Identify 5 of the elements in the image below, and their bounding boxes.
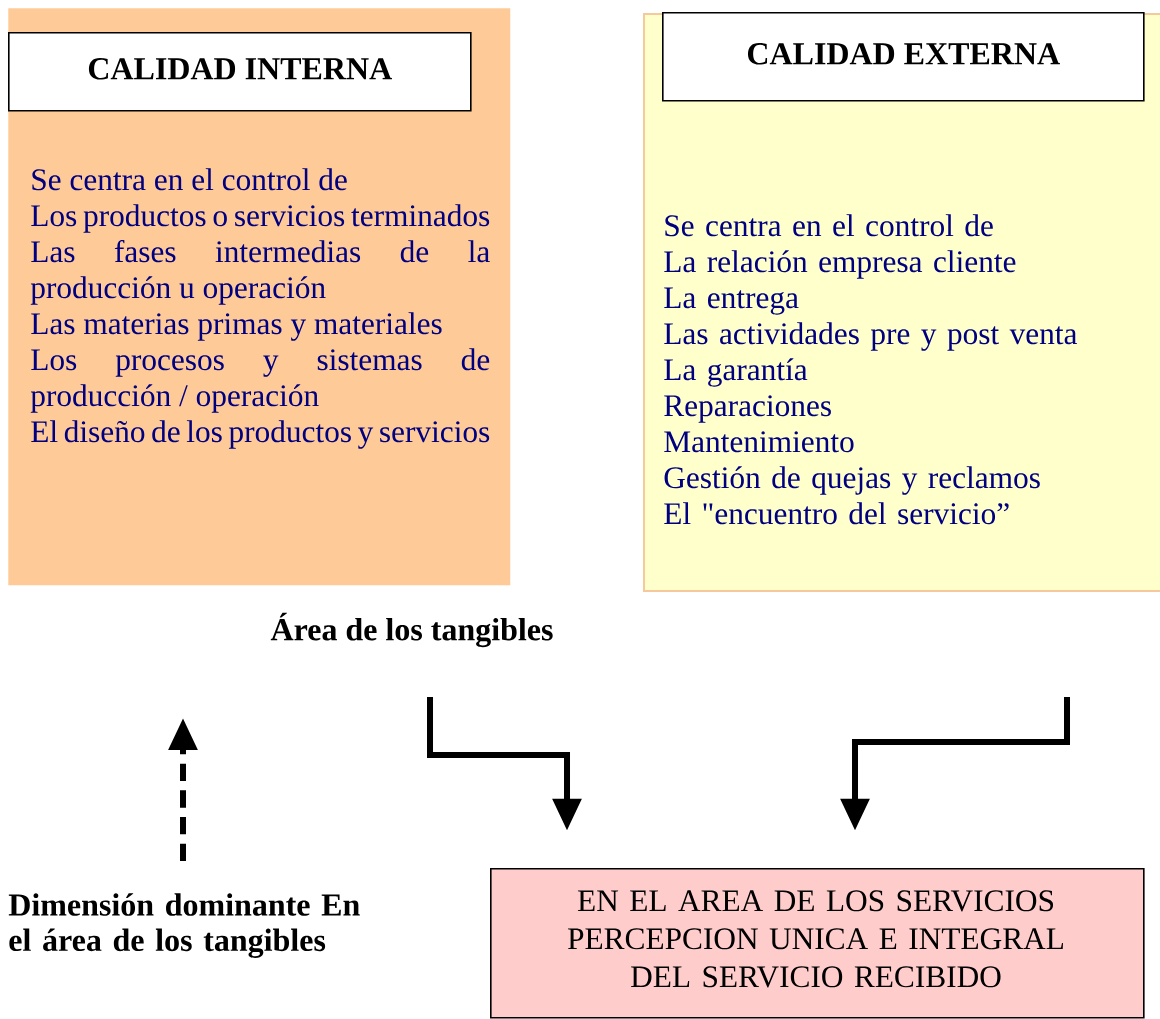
note-text: Dimensión dominante En el área de los tangibles xyxy=(8,893,360,958)
title-box: CALIDAD EXTERNA xyxy=(662,12,1145,102)
title-box: CALIDAD INTERNA xyxy=(8,32,472,112)
caption-text: Área de los tangibles xyxy=(270,612,553,648)
result-box: EN EL AREA DE LOS SERVICIOS PERCEPCION UNICA E INTEGRAL DEL SERVICIO RECIBIDO xyxy=(490,868,1145,1019)
